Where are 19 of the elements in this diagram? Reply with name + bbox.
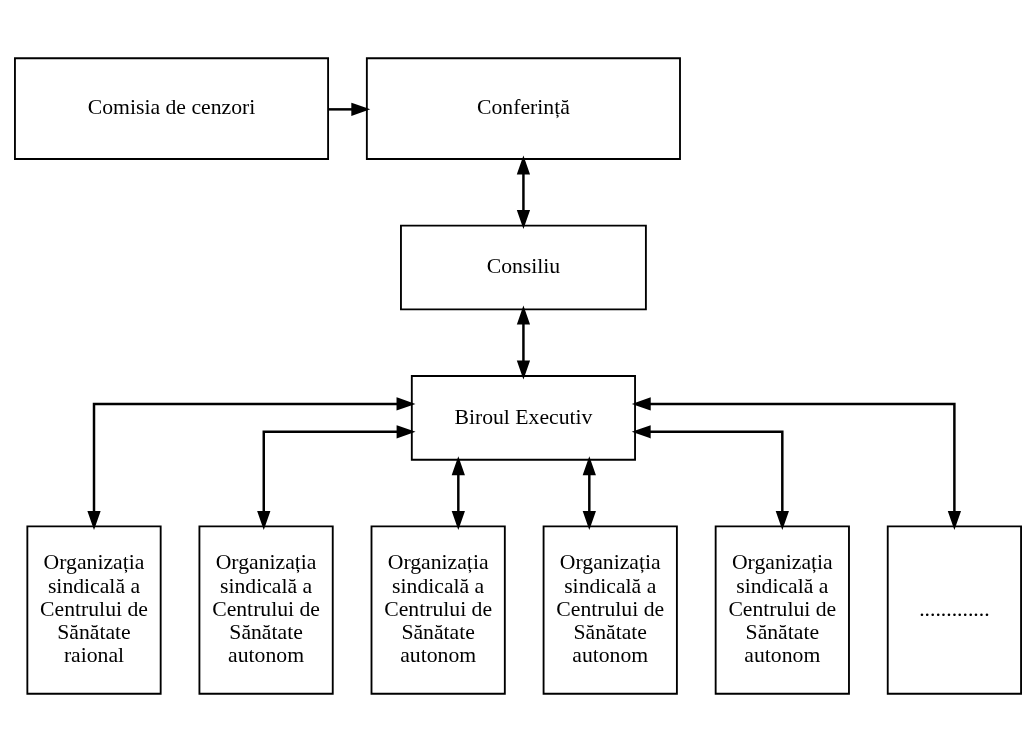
node-box: Organizația sindicală a Centrului de Sănătate raional bbox=[26, 525, 162, 695]
arrow bbox=[631, 397, 962, 530]
node-box: Organizația sindicală a Centrului de Sănătate autonom bbox=[370, 525, 506, 695]
node-box: Consiliu bbox=[400, 224, 647, 311]
node-box: Comisia de cenzori bbox=[14, 57, 330, 160]
node-box: Organizația sindicală a Centrului de Sănătate autonom bbox=[714, 525, 850, 695]
node-box: Biroul Executiv bbox=[410, 375, 636, 461]
arrow bbox=[451, 456, 465, 530]
arrow bbox=[631, 425, 789, 530]
arrow bbox=[516, 305, 531, 380]
node-box: Organizația sindicală a Centrului de Sănătate autonom bbox=[198, 525, 334, 695]
arrow bbox=[257, 425, 416, 530]
arrow bbox=[516, 155, 531, 229]
node-box: ............. bbox=[886, 525, 1022, 695]
arrow bbox=[328, 102, 371, 116]
node-box: Conferință bbox=[365, 57, 681, 160]
arrow bbox=[582, 456, 596, 530]
node-box: Organizația sindicală a Centrului de Sănătate autonom bbox=[542, 525, 678, 695]
arrow bbox=[87, 397, 416, 530]
